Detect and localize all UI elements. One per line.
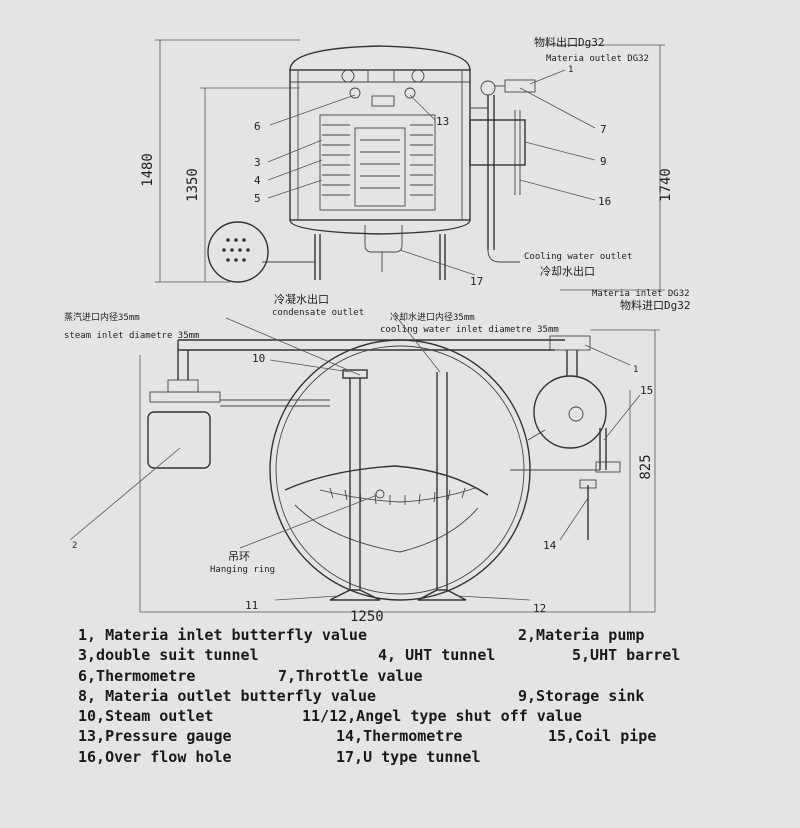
callout-10: 10: [252, 352, 265, 365]
callout-11: 11: [245, 599, 258, 612]
legend-row: 1, Materia inlet butterfly value 2,Mater…: [78, 625, 778, 645]
legend-row: 6,Thermometre 7,Throttle value: [78, 666, 778, 686]
legend-item: 9,Storage sink: [518, 686, 645, 705]
legend-item: 17,U type tunnel: [336, 747, 481, 766]
storage-sink: [469, 119, 526, 166]
parts-legend: 1, Materia inlet butterfly value 2,Mater…: [78, 625, 778, 767]
callout-1-top: 1: [568, 65, 573, 75]
callout-16: 16: [598, 195, 611, 208]
callout-7: 7: [600, 123, 607, 136]
condensate-outlet-en: condensate outlet: [272, 308, 364, 318]
legend-row: 10,Steam outlet 11/12,Angel type shut of…: [78, 706, 778, 726]
legend-row: 8, Materia outlet butterfly value 9,Stor…: [78, 686, 778, 706]
callout-14: 14: [543, 539, 557, 552]
pressure-gauge-right: [404, 87, 416, 99]
legend-row: 16,Over flow hole 17,U type tunnel: [78, 747, 778, 767]
cooling-inlet-en: cooling water inlet diametre 35mm: [380, 325, 559, 335]
steam-inlet-en: steam inlet diametre 35mm: [64, 331, 199, 341]
legend-item: 15,Coil pipe: [548, 727, 657, 746]
callout-9: 9: [600, 155, 607, 168]
dim-1250: 1250: [350, 609, 384, 625]
callout-15: 15: [640, 384, 653, 397]
legend-item: 1, Materia inlet butterfly value: [78, 626, 367, 644]
equipment-drawing: 1480 1350 1740: [64, 35, 691, 625]
legend-item: 16,Over flow hole: [78, 747, 232, 766]
callout-4: 4: [254, 174, 261, 187]
legend-row: 3,double suit tunnel 4, UHT tunnel 5,UHT…: [78, 645, 778, 665]
cooling-inlet-cn: 冷却水进口内径35mm: [390, 311, 475, 323]
legend-item: 3,double suit tunnel: [78, 646, 259, 665]
legend-item: 5,UHT barrel: [572, 646, 681, 665]
callout-17: 17: [470, 275, 483, 288]
dim-1350: 1350: [185, 168, 201, 202]
uht-barrel: [269, 339, 531, 601]
callout-1-front: 1: [633, 365, 638, 375]
callout-6: 6: [254, 120, 261, 133]
materia-outlet-cn: 物料出口Dg32: [534, 35, 605, 49]
materia-pump: [147, 411, 211, 469]
legend-item: 13,Pressure gauge: [78, 727, 232, 746]
legend-item: 4, UHT tunnel: [378, 646, 496, 665]
pressure-gauge-left: [349, 87, 361, 99]
steam-inlet-cn: 蒸汽进口内径35mm: [64, 311, 140, 323]
top-view: 1480 1350 1740: [140, 35, 674, 318]
coil-pipe: [533, 375, 607, 449]
cooling-water-outlet-en: Cooling water outlet: [524, 252, 632, 262]
dim-1740: 1740: [658, 168, 674, 202]
legend-item: 14,Thermometre: [336, 727, 463, 746]
materia-inlet-cn: 物料进口Dg32: [620, 298, 691, 312]
pump-inset: [207, 221, 269, 283]
cooling-water-outlet-cn: 冷却水出口: [540, 264, 595, 278]
hanging-ring-cn: 吊环: [228, 550, 250, 563]
materia-inlet-en: Materia inlet DG32: [592, 289, 690, 299]
dim-1480: 1480: [140, 153, 156, 187]
legend-item: 7,Throttle value: [278, 666, 423, 685]
callout-2: 2: [72, 541, 77, 551]
callout-13: 13: [436, 115, 449, 128]
callout-5: 5: [254, 192, 261, 205]
legend-item: 10,Steam outlet: [78, 707, 214, 726]
callout-12: 12: [533, 602, 546, 615]
hanging-ring-en: Hanging ring: [210, 565, 275, 575]
legend-item: 8, Materia outlet butterfly value: [78, 686, 377, 705]
dim-825: 825: [638, 454, 654, 479]
legend-item: 11/12,Angel type shut off value: [302, 707, 582, 726]
condensate-outlet-cn: 冷凝水出口: [274, 292, 329, 306]
front-view: 825 1250: [64, 289, 691, 625]
hanging-ring: [375, 489, 385, 499]
legend-item: 2,Materia pump: [518, 626, 645, 644]
legend-row: 13,Pressure gauge 14,Thermometre 15,Coil…: [78, 726, 778, 746]
materia-outlet-en: Materia outlet DG32: [546, 54, 649, 64]
callout-3: 3: [254, 156, 261, 169]
legend-item: 6,Thermometre: [78, 666, 196, 685]
